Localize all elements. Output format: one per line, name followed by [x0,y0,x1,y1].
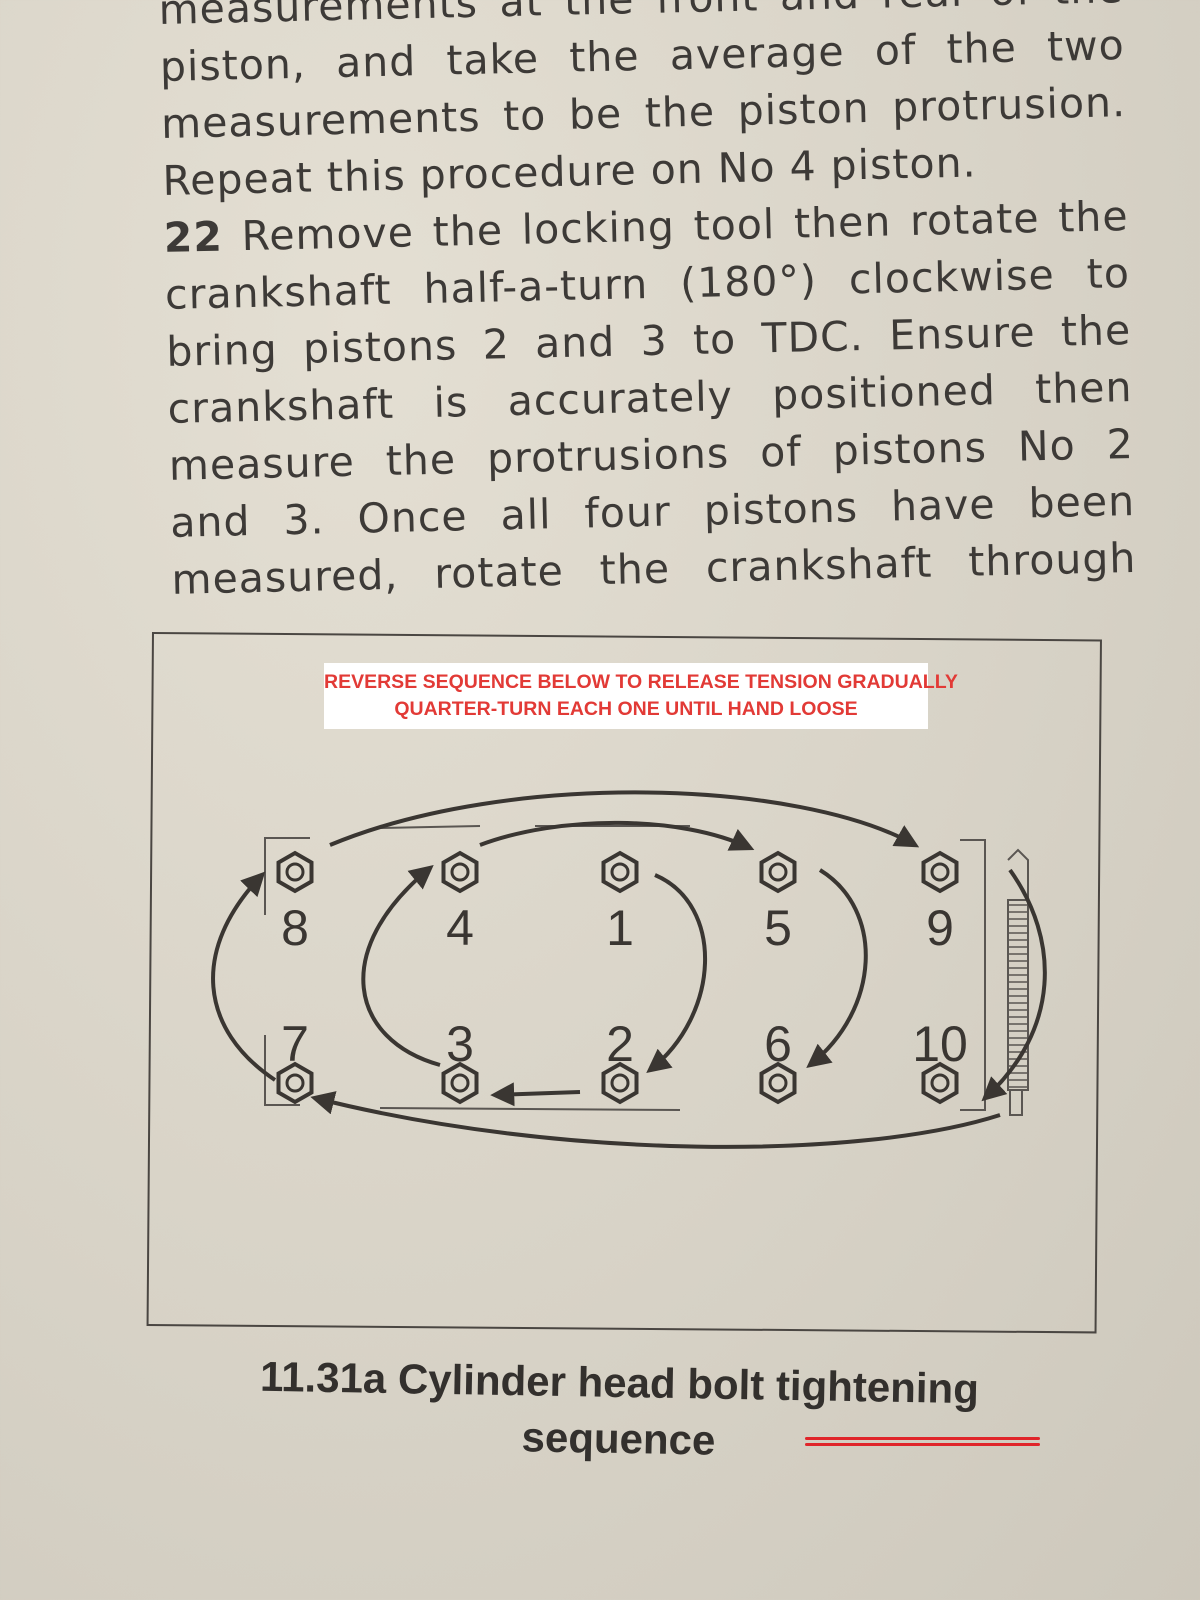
bolt-hex-icon [601,850,639,894]
bolt-label: 6 [764,1016,792,1072]
bolt-label: 2 [606,1016,634,1072]
bolt-hole [610,1073,630,1093]
bolt-hex-icon [921,1061,959,1105]
bolt-hex-icon [441,1061,479,1105]
bolt-hex-icon [601,1061,639,1105]
arrow-7-8 [211,871,277,1082]
bolt-label: 3 [446,1016,474,1072]
bolt-label: 4 [446,900,474,956]
bolt-hex-icon [276,850,314,894]
bolt-hex-icon [276,1061,314,1105]
arrow-5-6 [806,868,868,1068]
bolt-label: 8 [281,900,309,956]
bolt-hole [450,1073,470,1093]
red-underline [805,1437,1040,1447]
bolt-hole [930,1073,950,1093]
arrow-8-9 [329,790,920,848]
bolt-hole [285,862,305,882]
bolt-hole [930,862,950,882]
bolt-label: 1 [606,900,634,956]
bolt-hole [768,862,788,882]
bolt-label: 10 [912,1016,968,1072]
release-note-line-2: QUARTER-TURN EACH ONE UNTIL HAND LOOSE [394,698,858,720]
bolt-hex-icon [441,850,479,894]
figure-caption: 11.31a Cylinder head bolt tightening seq… [0,1344,1200,1478]
arrow-3-4 [361,864,441,1067]
arrow-9-10 [981,868,1047,1102]
arrow-1-2 [646,873,708,1073]
bolt-hex-icon [759,1061,797,1105]
bolt-group: 8 4 1 5 9 7 3 2 6 10 [276,850,968,1105]
head-ribs [1008,904,1028,1088]
bolt-hex-icon [921,850,959,894]
bolt-hex-icon [759,850,797,894]
bolt-hole [768,1073,788,1093]
bolt-hole [450,862,470,882]
bolt-hole [610,862,630,882]
arrow-4-5 [479,820,755,851]
bolt-label: 9 [926,900,954,956]
sequence-arrows [211,790,1047,1149]
arrow-6-7 [310,1091,1001,1149]
bolt-label: 7 [281,1016,309,1072]
release-note: REVERSE SEQUENCE BELOW TO RELEASE TENSIO… [324,663,958,729]
release-note-line-1: REVERSE SEQUENCE BELOW TO RELEASE TENSIO… [324,671,958,693]
bolt-hole [285,1073,305,1093]
arrow-2-3 [490,1082,581,1107]
bolt-label: 5 [764,900,792,956]
